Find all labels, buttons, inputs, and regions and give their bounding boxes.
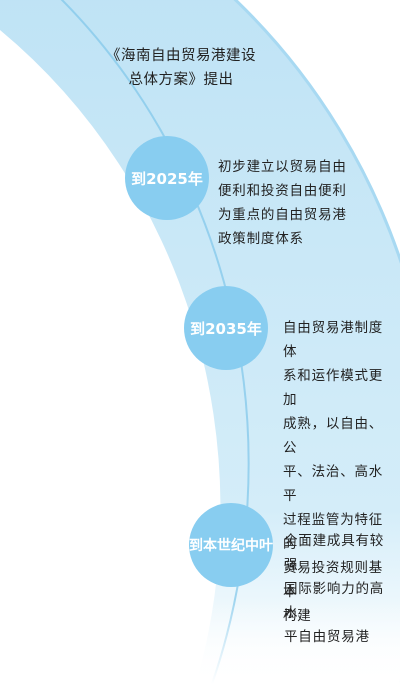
- milestone-2035-label: 到2035年: [190, 319, 262, 338]
- milestone-mid-century-label: 到本世纪中叶: [189, 538, 273, 554]
- desc-line: 成熟，以自由、公: [283, 416, 384, 456]
- desc-line: 系和运作模式更加: [283, 368, 384, 408]
- desc-line: 自由贸易港制度体: [283, 320, 384, 360]
- desc-line: 构建: [283, 608, 312, 624]
- desc-line: 全面建成具有较强: [284, 533, 385, 573]
- desc-line: 便利和投资自由便利: [218, 183, 347, 199]
- desc-line: 平、法治、高水平: [283, 464, 384, 504]
- milestone-mid-century-description: 全面建成具有较强 国际影响力的高水 平自由贸易港: [284, 529, 396, 649]
- title-line-2: 总体方案》提出: [128, 72, 234, 88]
- title-line-1: 《海南自由贸易港建设: [106, 48, 256, 64]
- desc-line: 平自由贸易港: [284, 629, 370, 645]
- desc-line: 过程监管为特征的: [283, 512, 384, 552]
- timeline-band-edge: [233, 0, 400, 684]
- desc-line: 初步建立以贸易自由: [218, 159, 347, 175]
- milestone-2035: 到2035年: [184, 286, 268, 370]
- milestone-2025-label: 到2025年: [131, 169, 203, 188]
- desc-line: 国际影响力的高水: [284, 581, 385, 621]
- desc-line: 政策制度体系: [218, 231, 304, 247]
- desc-line: 贸易投资规则基本: [283, 560, 384, 600]
- milestone-2025-description: 初步建立以贸易自由 便利和投资自由便利 为重点的自由贸易港 政策制度体系: [218, 155, 358, 251]
- desc-line: 为重点的自由贸易港: [218, 207, 347, 223]
- milestone-2035-description: 自由贸易港制度体 系和运作模式更加 成熟，以自由、公 平、法治、高水平 过程监管…: [283, 316, 387, 628]
- milestone-mid-century: 到本世纪中叶: [189, 503, 273, 587]
- milestone-2025: 到2025年: [125, 136, 209, 220]
- diagram-title: 《海南自由贸易港建设 总体方案》提出: [96, 44, 266, 92]
